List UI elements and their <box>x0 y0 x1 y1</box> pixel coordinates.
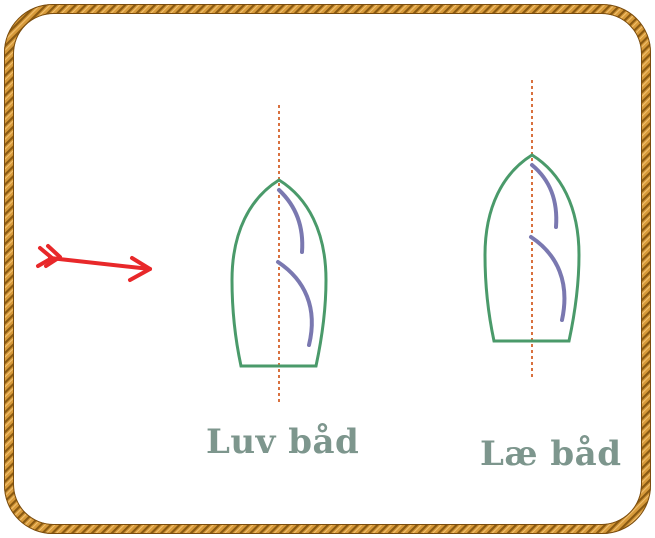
leeward-boat-label: Læ båd <box>480 434 622 474</box>
leeward-jib-sail <box>530 163 559 229</box>
windward-hull <box>230 178 328 368</box>
rope-frame-icon <box>4 4 651 534</box>
leeward-hull <box>483 153 581 343</box>
windward-main-sail <box>276 260 314 347</box>
windward-boat-label: Luv båd <box>206 422 360 462</box>
leeward-boat <box>483 80 581 380</box>
windward-jib-sail <box>277 188 305 254</box>
windward-boat <box>230 105 328 405</box>
leeward-main-sail <box>529 235 567 322</box>
wind-arrow-icon <box>36 244 152 282</box>
